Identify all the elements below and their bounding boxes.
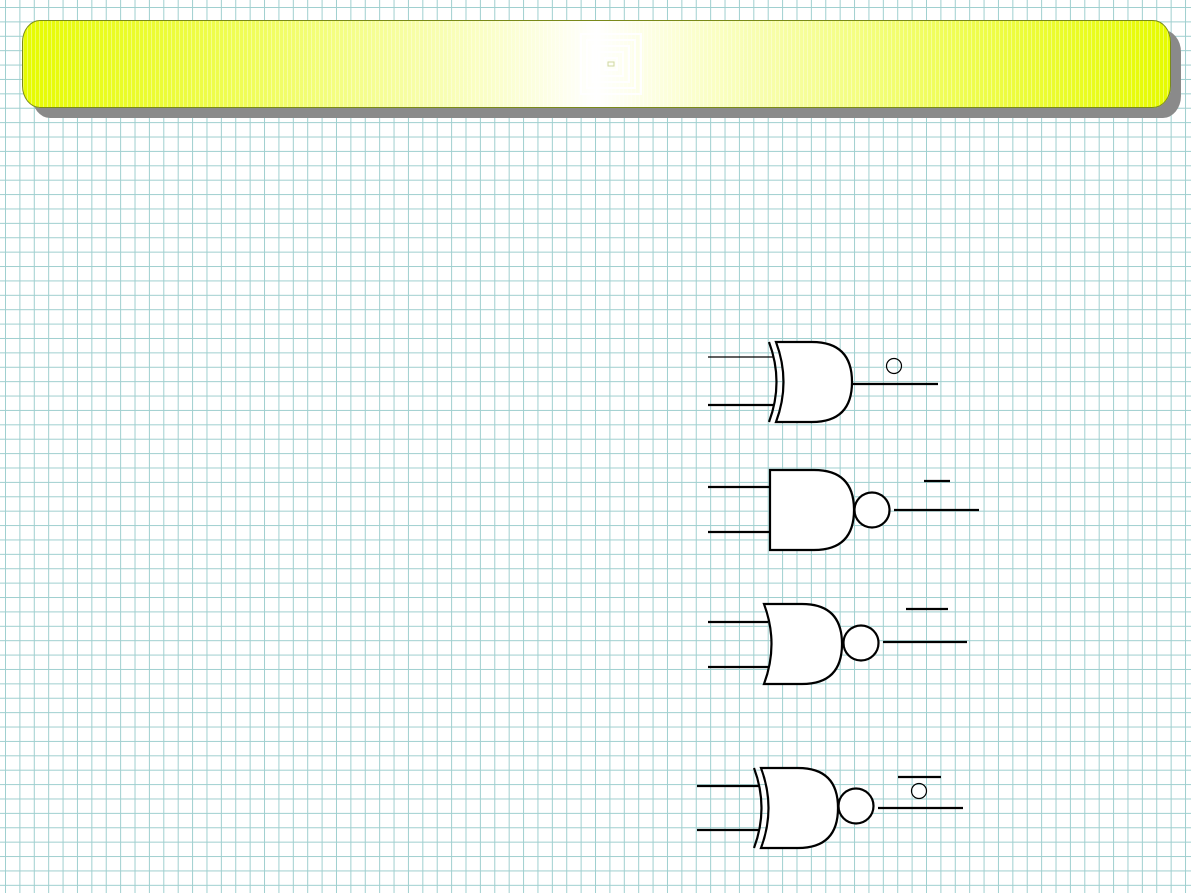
xnor-gate <box>697 766 963 850</box>
xor-gate <box>708 340 938 424</box>
xnor-inversion-bubble <box>837 787 875 825</box>
xor-gate-body <box>774 340 854 424</box>
xnor-extra-input-arc <box>752 767 763 849</box>
xnor-gate-body <box>759 766 840 850</box>
nor-inversion-bubble <box>842 624 880 662</box>
xor-extra-input-arc <box>767 341 778 423</box>
xnor-output-circle-mark <box>910 782 928 800</box>
nor-gate-body <box>762 602 844 686</box>
title-banner <box>22 20 1171 108</box>
xor-output-circle-mark <box>885 357 903 375</box>
nor-gate <box>708 602 967 686</box>
nand-inversion-bubble <box>853 491 891 529</box>
nand-gate <box>708 468 979 552</box>
nand-gate-body <box>768 468 856 552</box>
concentric-square-emblem <box>580 33 642 95</box>
